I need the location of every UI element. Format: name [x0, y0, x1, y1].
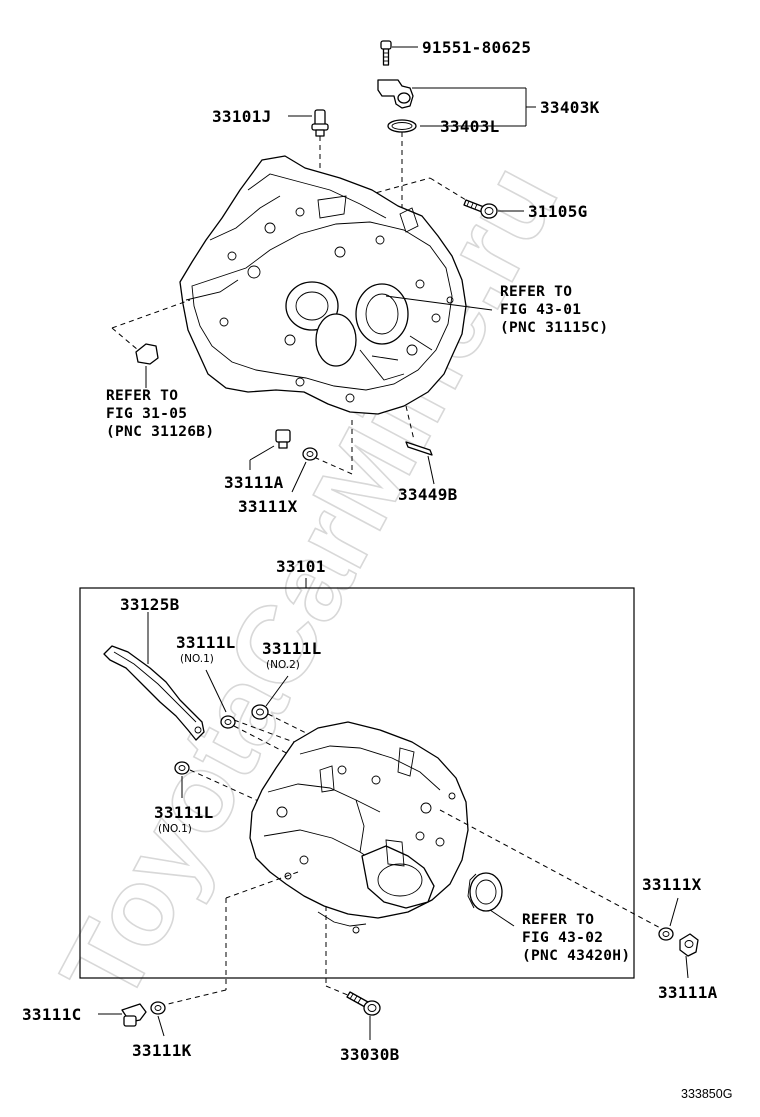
- bolt-right-icon[interactable]: [463, 199, 498, 219]
- ref-right-line1: REFER TO: [500, 284, 572, 300]
- drain-plug-icon[interactable]: [275, 429, 291, 449]
- label-gasket-right[interactable]: 33111X: [642, 875, 702, 894]
- bolt-bottom-icon[interactable]: [346, 991, 381, 1016]
- diagram-code: 333850G: [681, 1087, 732, 1101]
- transmission-housing-upper: [179, 155, 467, 415]
- ref-right-line3: (PNC 31115C): [500, 320, 608, 336]
- ref-lower-line3: (PNC 43420H): [522, 948, 630, 964]
- note-plug-no1-left: (NO.1): [158, 823, 192, 835]
- note-plug-no1-top: (NO.1): [180, 653, 214, 665]
- plug-right-icon[interactable]: [679, 933, 699, 957]
- plug-top-icon[interactable]: [311, 109, 329, 137]
- transmission-housing-lower: [249, 721, 469, 934]
- upper-assembly: 91551-80625 33403K 33403L 33101J: [106, 38, 608, 516]
- bracket-icon[interactable]: [377, 79, 414, 109]
- label-group[interactable]: 33101: [276, 557, 326, 576]
- label-plug-bottom-left[interactable]: 33111C: [22, 1005, 82, 1024]
- plug-no1-left-icon[interactable]: [174, 761, 190, 775]
- label-plug-no1-top[interactable]: 33111L: [176, 633, 236, 652]
- ref-left-line2: FIG 31-05: [106, 406, 187, 422]
- label-plug-right[interactable]: 33111A: [658, 983, 718, 1002]
- label-gasket[interactable]: 33111X: [238, 497, 298, 516]
- lower-assembly: 33101 33125B 33111L (NO.1) 33111L (NO.2): [22, 557, 718, 1064]
- label-drain-plug[interactable]: 33111A: [224, 473, 284, 492]
- gasket-icon[interactable]: [302, 447, 318, 461]
- ref-right-line2: FIG 43-01: [500, 302, 581, 318]
- plug-no2-icon[interactable]: [251, 704, 269, 720]
- plug-bottom-left-icon[interactable]: [121, 1003, 147, 1027]
- label-bolt-top[interactable]: 91551-80625: [422, 38, 531, 57]
- label-gasket-bottom-left[interactable]: 33111K: [132, 1041, 192, 1060]
- label-bolt-right[interactable]: 31105G: [528, 202, 588, 221]
- label-plug-no1-left[interactable]: 33111L: [154, 803, 214, 822]
- label-lower-bracket[interactable]: 33125B: [120, 595, 180, 614]
- ref-lower-line1: REFER TO: [522, 912, 594, 928]
- plug-left-upper-icon[interactable]: [135, 343, 159, 365]
- label-o-ring[interactable]: 33403L: [440, 117, 500, 136]
- oil-seal-icon[interactable]: [467, 872, 503, 912]
- plug-no1-top-icon[interactable]: [220, 715, 236, 729]
- ref-left-line1: REFER TO: [106, 388, 178, 404]
- bolt-top-icon[interactable]: [380, 40, 392, 66]
- group-box: [79, 587, 635, 979]
- gasket-bottom-left-icon[interactable]: [150, 1001, 166, 1015]
- label-bolt-bottom[interactable]: 33030B: [340, 1045, 400, 1064]
- label-plug-no2[interactable]: 33111L: [262, 639, 322, 658]
- label-bracket[interactable]: 33403K: [540, 98, 600, 117]
- gasket-right-icon[interactable]: [658, 927, 674, 941]
- label-clip[interactable]: 33449B: [398, 485, 458, 504]
- note-plug-no2: (NO.2): [266, 659, 300, 671]
- ref-left-line3: (PNC 31126B): [106, 424, 214, 440]
- label-plug-top[interactable]: 33101J: [212, 107, 272, 126]
- lower-bracket-icon[interactable]: [103, 645, 205, 741]
- ref-lower-line2: FIG 43-02: [522, 930, 603, 946]
- clip-icon[interactable]: [405, 441, 433, 456]
